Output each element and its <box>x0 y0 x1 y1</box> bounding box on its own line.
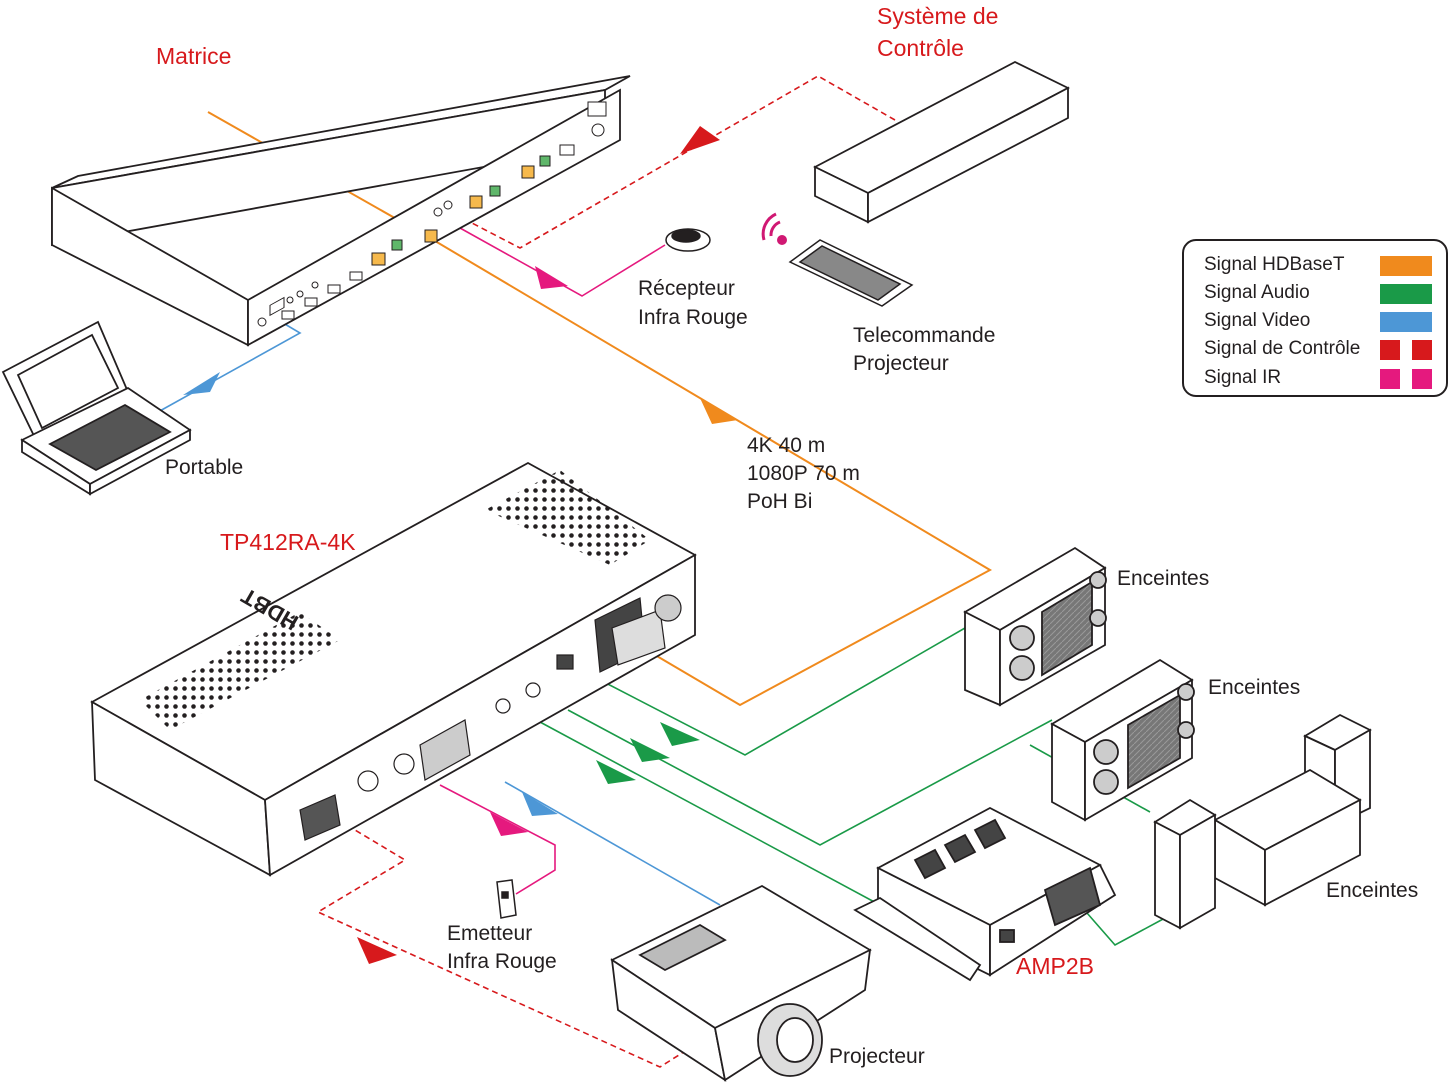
video-arrow-top <box>183 372 220 395</box>
legend-label-video: Signal Video <box>1204 310 1311 331</box>
legend-swatch-control-b <box>1412 340 1432 360</box>
hdbaset-cable <box>207 111 993 707</box>
spec-line-2: 1080P 70 m <box>747 462 860 485</box>
audio-arrow-2 <box>630 738 670 762</box>
control-arrow-top <box>680 126 720 154</box>
hdbaset-arrow <box>700 398 738 424</box>
laptop-label: Portable <box>165 456 244 479</box>
audio-cable <box>539 627 1166 947</box>
legend-swatch-video <box>1380 312 1432 332</box>
matrix-label: Matrice <box>156 43 232 69</box>
speaker-2 <box>1050 658 1195 822</box>
tp412-label: TP412RA-4K <box>220 529 356 555</box>
spec-line-3: PoH Bi <box>747 490 813 513</box>
tp412ra-device: HDBT <box>90 461 697 877</box>
ir-receiver-label-line2: Infra Rouge <box>638 306 748 329</box>
legend-swatch-ir-a <box>1380 369 1400 389</box>
ir-receiver-label-line1: Récepteur <box>638 277 735 300</box>
speakers-label-1: Enceintes <box>1117 567 1210 590</box>
speakers-label-3: Enceintes <box>1326 879 1419 902</box>
legend-label-hdbaset: Signal HDBaseT <box>1204 254 1345 275</box>
spec-line-1: 4K 40 m <box>747 434 826 457</box>
laptop <box>1 320 192 496</box>
ir-cable <box>439 227 666 895</box>
ir-emitter <box>496 879 517 919</box>
legend-swatch-audio <box>1380 284 1432 304</box>
matrix-device <box>51 75 631 347</box>
video-arrow-bottom <box>522 792 558 816</box>
signal-legend: Signal HDBaseT Signal Audio Signal Video… <box>1182 239 1448 397</box>
remote-label-line2: Projecteur <box>853 352 949 375</box>
audio-arrow-3 <box>596 760 636 784</box>
matrix-ports <box>257 101 607 327</box>
control-system-label-line2: Contrôle <box>877 35 964 61</box>
control-cable <box>316 75 896 1068</box>
legend-label-ir: Signal IR <box>1204 367 1282 388</box>
legend-swatch-ir-b <box>1412 369 1432 389</box>
audio-arrow-1 <box>660 722 700 746</box>
amp2b-device <box>853 806 1117 982</box>
speaker-1 <box>963 546 1107 707</box>
ir-arrow-top <box>535 266 568 289</box>
legend-label-audio: Signal Audio <box>1204 282 1310 303</box>
projector <box>610 884 872 1082</box>
amp2b-label: AMP2B <box>1016 953 1094 979</box>
speaker-stack <box>1153 713 1372 930</box>
remote-label-line1: Telecommande <box>853 324 996 347</box>
ir-emitter-label-line2: Infra Rouge <box>447 950 557 973</box>
ir-arrow-bottom <box>490 812 528 836</box>
legend-label-control: Signal de Contrôle <box>1204 338 1361 359</box>
legend-swatch-control-a <box>1380 340 1400 360</box>
control-arrow-bottom <box>357 937 397 964</box>
control-system-box <box>813 60 1070 224</box>
speakers-label-2: Enceintes <box>1208 676 1301 699</box>
projector-label: Projecteur <box>829 1045 925 1068</box>
legend-swatch-hdbaset <box>1380 256 1432 276</box>
ir-emitter-label-line1: Emetteur <box>447 922 533 945</box>
ir-receiver <box>665 228 711 252</box>
control-system-label-line1: Système de <box>877 3 999 29</box>
remote-control <box>761 212 914 307</box>
